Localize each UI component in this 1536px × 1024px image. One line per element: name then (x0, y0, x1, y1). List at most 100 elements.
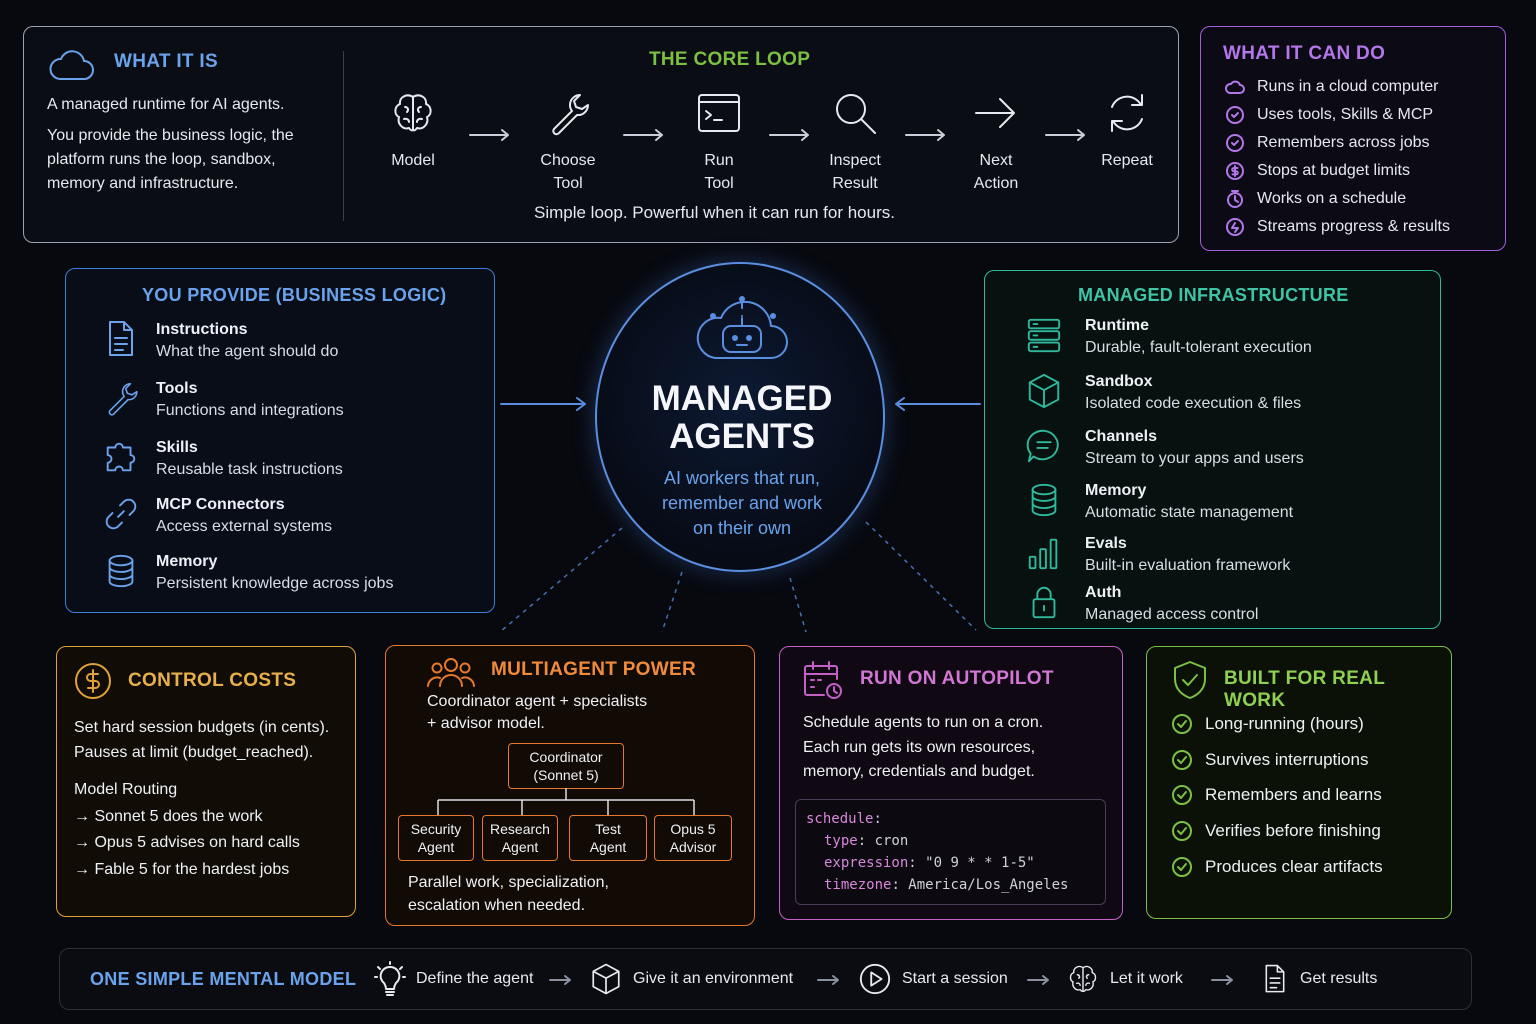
provide-item-title: MCP Connectors (156, 496, 285, 513)
mental-model-title: ONE SIMPLE MENTAL MODEL (90, 969, 357, 989)
can-do-label: Stops at budget limits (1257, 162, 1410, 179)
infra-item-desc: Stream to your apps and users (1085, 450, 1304, 467)
can-do-item: Works on a schedule (1225, 189, 1406, 209)
document-icon (109, 321, 133, 356)
built-for-real-work-panel: BUILT FOR REAL WORK Long-running (hours)… (1146, 646, 1452, 919)
loop-label-1: Inspect (829, 152, 881, 169)
real-work-label: Long-running (hours) (1205, 714, 1364, 733)
loop-label-2: Result (832, 175, 878, 192)
loop-label-2: Tool (553, 175, 583, 192)
cost-line2: Pauses at limit (budget_reached). (74, 744, 314, 761)
lightbulb-icon (374, 961, 406, 996)
can-do-label: Runs in a cloud computer (1257, 78, 1439, 95)
real-work-label: Verifies before finishing (1205, 821, 1381, 840)
provide-item-title: Instructions (156, 321, 248, 338)
code-key: schedule (806, 811, 874, 827)
infra-item-desc: Built-in evaluation framework (1085, 557, 1291, 574)
can-do-item: Stops at budget limits (1225, 161, 1410, 181)
autopilot-line2: Each run gets its own resources, (803, 738, 1036, 756)
autopilot-line3: memory, credentials and budget. (803, 763, 1035, 780)
control-costs-panel: CONTROL COSTS Set hard session budgets (… (56, 646, 356, 917)
org-connectors (437, 788, 695, 816)
real-work-label: Produces clear artifacts (1205, 857, 1383, 876)
real-work-item: Verifies before finishing (1171, 820, 1381, 842)
arrow-right-icon (1211, 975, 1233, 985)
code-key: timezone (824, 877, 892, 893)
arrow-right-icon (975, 98, 1015, 128)
can-do-item: Remembers across jobs (1225, 133, 1430, 153)
infra-item-desc: Automatic state management (1085, 504, 1294, 521)
puzzle-icon (106, 442, 136, 472)
schedule-code-block: schedule: type: cron expression: "0 9 * … (795, 799, 1106, 905)
clock-icon (1227, 190, 1243, 208)
lock-icon (1032, 586, 1056, 619)
hub-subtitle-line3: on their own (692, 518, 792, 538)
code-key: type (824, 833, 858, 849)
wrench-icon (108, 382, 138, 416)
infra-item-desc: Durable, fault-tolerant execution (1085, 339, 1312, 356)
mental-model-step: Give it an environment (589, 961, 793, 997)
check-circle-icon (1226, 134, 1244, 152)
code-key: expression (824, 855, 909, 871)
can-do-title: WHAT IT CAN DO (1223, 43, 1386, 64)
what-it-can-do-panel: WHAT IT CAN DO Runs in a cloud computer … (1200, 26, 1506, 251)
cost-line1: Set hard session budgets (in cents). (74, 719, 330, 736)
multiagent-line2: + advisor model. (427, 715, 545, 732)
can-do-label: Works on a schedule (1257, 190, 1407, 207)
real-work-item: Produces clear artifacts (1171, 856, 1383, 878)
document-icon (1265, 964, 1285, 993)
mental-model-step: Define the agent (374, 961, 533, 997)
arrow-right-icon (905, 129, 945, 141)
can-do-item: Uses tools, Skills & MCP (1225, 105, 1433, 125)
what-it-is-panel: WHAT IT IS A managed runtime for AI agen… (23, 26, 1179, 243)
managed-agents-hub: MANAGED AGENTS AI workers that run, reme… (595, 262, 885, 572)
arrow-right-icon (623, 129, 663, 141)
mental-model-label: Get results (1300, 970, 1378, 987)
check-circle-icon (1172, 750, 1192, 770)
can-do-item: Streams progress & results (1225, 217, 1450, 237)
node-label-2: Advisor (669, 839, 717, 855)
you-provide-panel: YOU PROVIDE (BUSINESS LOGIC) Instruction… (65, 268, 495, 613)
node-label-2: Agent (501, 839, 539, 855)
can-do-label: Streams progress & results (1257, 218, 1450, 235)
real-work-item: Survives interruptions (1171, 749, 1368, 771)
multiagent-footer2: escalation when needed. (408, 897, 586, 914)
loop-label-1: Next (979, 152, 1013, 169)
check-circle-icon (1226, 106, 1244, 124)
can-do-label: Remembers across jobs (1257, 134, 1430, 151)
arrow-right-icon (549, 975, 571, 985)
check-circle-icon (1172, 714, 1192, 734)
control-costs-title: CONTROL COSTS (128, 670, 297, 691)
infra-item-desc: Managed access control (1085, 606, 1259, 623)
provide-item-desc: Persistent knowledge across jobs (156, 575, 394, 592)
agent-node: Opus 5 Advisor (654, 815, 732, 861)
provide-item-title: Tools (156, 380, 198, 397)
play-icon (859, 963, 891, 995)
infra-item-title: Auth (1085, 584, 1122, 601)
route-item: → Fable 5 for the hardest jobs (74, 860, 290, 878)
provide-item-desc: What the agent should do (156, 343, 339, 360)
core-loop-caption: Simple loop. Powerful when it can run fo… (534, 203, 895, 222)
check-circle-icon (1172, 857, 1192, 877)
node-label-1: Opus 5 (670, 821, 716, 837)
users-icon (427, 658, 475, 687)
arrow-right-icon (817, 975, 839, 985)
infra-item-title: Sandbox (1085, 373, 1153, 390)
autopilot-line1: Schedule agents to run on a cron. (803, 714, 1044, 731)
what-it-is-line1: A managed runtime for AI agents. (47, 96, 285, 113)
hub-title-line2: AGENTS (669, 417, 815, 456)
brain-icon (1069, 965, 1097, 993)
chat-icon (1026, 429, 1059, 463)
check-circle-icon (1172, 821, 1192, 841)
